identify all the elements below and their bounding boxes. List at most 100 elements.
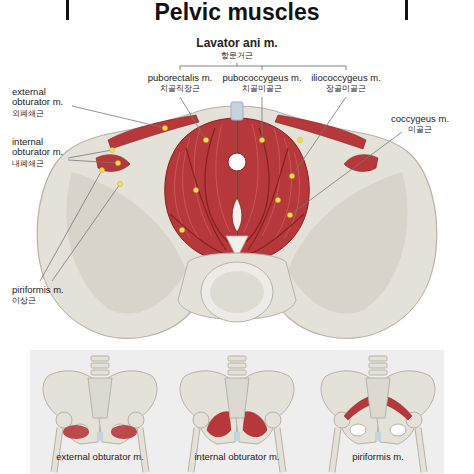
marker-dot — [109, 147, 114, 152]
obturator-foramen — [350, 424, 366, 436]
femur-shaft — [140, 428, 146, 472]
marker-dot — [179, 227, 184, 232]
femur-shaft — [54, 428, 60, 472]
femur-shaft — [418, 428, 424, 472]
mini-sacrum — [225, 378, 249, 418]
leader-line — [290, 132, 402, 215]
mini-vertebra — [369, 363, 387, 368]
mini-pelvis — [43, 356, 157, 472]
leader-line — [180, 97, 206, 140]
obturator-foramen — [390, 424, 406, 436]
femur-shaft — [332, 428, 338, 472]
mini-pubic-symphysis — [234, 432, 240, 441]
leader-line — [72, 106, 165, 128]
external-obturator-muscle — [63, 425, 89, 439]
external-obturator-muscle — [111, 425, 137, 439]
obturator-muscle — [344, 155, 378, 172]
mini-sacrum — [88, 378, 112, 418]
part-label: pubococcygeus m. — [222, 73, 301, 83]
part-label: piriformis m. — [12, 285, 64, 295]
leader-lines — [40, 97, 402, 281]
leader-line — [40, 170, 102, 281]
marker-dot — [117, 181, 122, 186]
muscle-boundary — [246, 128, 269, 242]
marker-dot — [275, 197, 280, 202]
mini-vertebra — [369, 370, 387, 375]
leader-line — [68, 150, 112, 158]
vertebral-body-core — [210, 271, 264, 313]
korean-label: 장골미골근 — [326, 85, 366, 93]
marker-dot — [193, 187, 198, 192]
korean-label: 외폐쇄근 — [12, 110, 44, 118]
mini-vertebra — [228, 370, 246, 375]
mini-vertebra — [228, 356, 246, 361]
mini-pubic-symphysis — [97, 432, 103, 441]
marker-dot — [297, 137, 302, 142]
mini-sacrum — [366, 378, 390, 418]
marker-dot — [259, 137, 264, 142]
part-label: external obturator m. — [12, 87, 80, 108]
femur-head — [128, 412, 144, 428]
urethral-opening — [228, 153, 246, 171]
femur-shaft — [140, 428, 146, 472]
femur-head — [265, 412, 281, 428]
mini-vertebra — [228, 363, 246, 368]
mini-pelvis — [321, 356, 435, 472]
part-label: puborectalis m. — [148, 73, 212, 83]
mini-pelvis — [180, 356, 294, 472]
muscle-boundary — [205, 128, 228, 242]
femur-head — [56, 412, 72, 428]
header-bar — [66, 0, 69, 20]
panel-caption: piriformis m. — [352, 452, 404, 462]
leader-line — [292, 97, 346, 176]
marker-dot — [115, 160, 120, 165]
muscle-fiber — [274, 138, 291, 240]
muscle-boundary — [170, 214, 224, 254]
femur-shaft — [54, 428, 60, 472]
marker-dot — [99, 167, 104, 172]
muscle-fiber — [244, 124, 258, 232]
title: Pelvic muscles — [155, 0, 320, 25]
marker-dot — [287, 212, 292, 217]
internal-obturator-muscle — [243, 412, 267, 437]
muscle-boundary — [248, 148, 288, 250]
femur-head — [193, 412, 209, 428]
femur-shaft — [191, 428, 197, 472]
part-label: iliococcygeus m. — [311, 73, 381, 83]
leader-line — [262, 97, 263, 140]
korean-label: 내폐쇄근 — [12, 160, 44, 168]
korean-label: 치골미골근 — [242, 85, 282, 93]
label-bracket — [180, 63, 346, 70]
muscle-boundary — [186, 148, 226, 250]
leader-line — [68, 160, 118, 163]
levator-ani-muscle — [237, 118, 309, 262]
korean-label: 이상근 — [12, 297, 36, 305]
muscle-boundary — [250, 214, 304, 254]
femur-shaft — [277, 428, 283, 472]
mini-pubic-symphysis — [375, 432, 381, 441]
mini-vertebra — [91, 356, 109, 361]
pubic-symphysis — [231, 102, 243, 120]
korean-label: 항문거근 — [221, 52, 253, 60]
leader-line — [52, 184, 120, 281]
panel-caption: external obturator m. — [56, 452, 144, 462]
part-label: internal obturator m. — [12, 137, 80, 158]
marker-dot — [289, 173, 294, 178]
levator-ani-muscle — [165, 118, 237, 262]
part-label: coccygeus m. — [391, 114, 449, 124]
bottom-panel — [30, 350, 444, 474]
femur-shaft — [332, 428, 338, 472]
anal-opening — [232, 198, 242, 232]
marker-dot — [203, 137, 208, 142]
internal-obturator-muscle — [207, 412, 231, 437]
muscle-fiber — [216, 124, 230, 232]
header-bar — [405, 0, 408, 20]
korean-label: 치골직장근 — [160, 85, 200, 93]
femur-shaft — [277, 428, 283, 472]
femur-shaft — [418, 428, 424, 472]
vertebral-body — [201, 262, 273, 322]
panel-caption: internal obturator m. — [194, 452, 279, 462]
mini-vertebra — [91, 363, 109, 368]
group-label: Lavator ani m. — [196, 37, 277, 50]
